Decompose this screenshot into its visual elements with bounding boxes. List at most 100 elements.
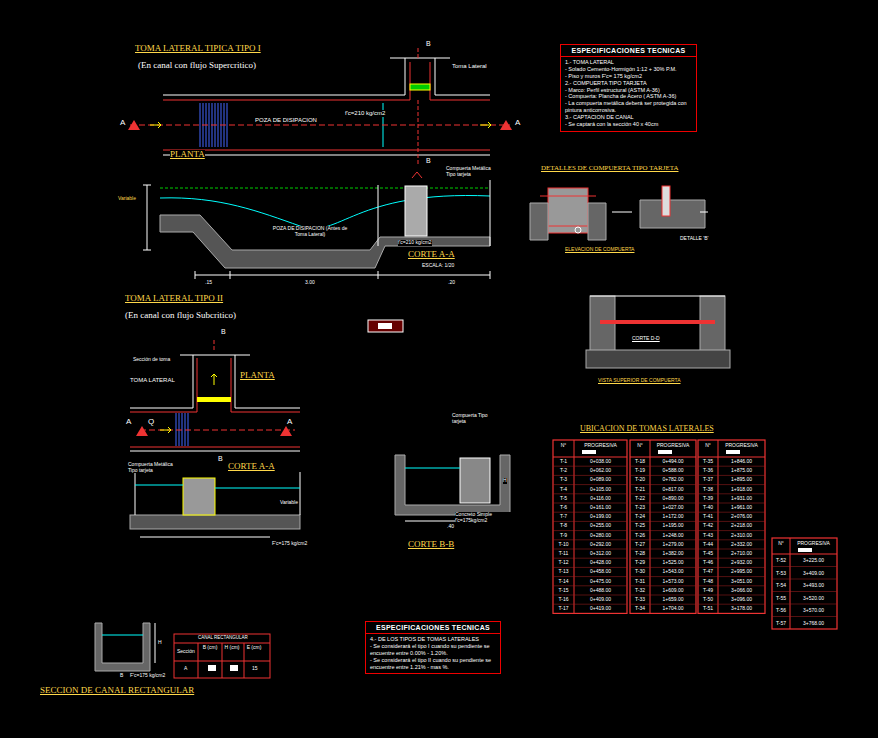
line-art: [575, 227, 581, 233]
table-cell: T-57: [772, 617, 790, 630]
table-grid: [630, 475, 696, 476]
table-cell: 2+332.00: [718, 540, 765, 549]
table-cell: T-52: [772, 554, 790, 567]
table-grid: [698, 585, 765, 586]
table-grid: [553, 558, 627, 559]
table-cell: 1+172.00: [650, 512, 696, 521]
table-grid: [772, 538, 837, 629]
table-cell: 1+918.00: [718, 485, 765, 494]
table-grid: [553, 503, 627, 504]
line-art: [130, 125, 510, 126]
table-grid: [553, 457, 627, 458]
table-grid: [553, 585, 627, 586]
table-grid: [553, 530, 627, 531]
line-art: [160, 215, 490, 268]
table-cell: T-10: [553, 540, 574, 549]
table-cell: T-7: [553, 512, 574, 521]
table-cell: T-33: [630, 595, 650, 604]
line-art: [612, 212, 708, 213]
table-cell: 0+312.00: [574, 549, 627, 558]
table-cell: T-8: [553, 521, 574, 530]
line-art: [231, 358, 232, 412]
table-cell: T-14: [553, 577, 574, 586]
drawing-label: CORTE B-B: [408, 540, 454, 550]
table-grid: [772, 604, 837, 605]
table-grid: [630, 512, 696, 513]
table-cell: 2+995.00: [718, 567, 765, 576]
line-art: [405, 186, 427, 236]
table-grid: [698, 530, 765, 531]
table-cell: T-30: [630, 567, 650, 576]
table-cell: T-38: [698, 485, 718, 494]
drawing-label: Compuerta Tipo tarjeta: [452, 413, 494, 424]
spec-line: - Marco: Perfil estructural (ASTM A-36): [561, 87, 696, 94]
line-art: [418, 48, 419, 58]
table-cell: 1+248.00: [650, 531, 696, 540]
table-grid: [630, 567, 696, 568]
line-art: [130, 451, 300, 452]
table-cell: 0+062.00: [574, 466, 627, 475]
table-cell: 0+494.00: [650, 457, 696, 466]
table-grid: [698, 567, 765, 568]
drawing-label: CORTE A-A: [408, 250, 455, 260]
table-cell: 1+895.00: [718, 475, 765, 484]
table-grid: [553, 440, 627, 613]
drawing-label: B: [221, 328, 226, 336]
table-cell: T-1: [553, 457, 574, 466]
line-art: [600, 320, 715, 324]
spec-line: - Solado Cemento-Hormigón 1:12 + 30% P.M…: [561, 66, 696, 73]
line-art: [150, 122, 491, 128]
drawing-label: SECCION DE CANAL RECTANGULAR: [40, 686, 194, 696]
spec-line: 1.- TOMA LATERAL: [561, 57, 696, 66]
drawing-label: POZA DE DISIPACION (Antes de Toma Latera…: [268, 226, 352, 237]
table-cell: 1+279.00: [650, 540, 696, 549]
line-art: [500, 120, 512, 130]
line-art: [586, 350, 730, 368]
spec-line: - Piso y muros F'c= 175 kg/cm2: [561, 73, 696, 80]
table-cell: T-55: [772, 592, 790, 605]
table-cell: T-50: [698, 595, 718, 604]
line-art: [163, 150, 490, 151]
table-cell: T-34: [630, 604, 650, 613]
line-art: [231, 412, 300, 413]
line-art: [197, 397, 231, 402]
drawing-label: 15: [252, 666, 258, 672]
table-grid: [798, 548, 812, 552]
table-cell: T-54: [772, 579, 790, 592]
table-grid: [772, 616, 837, 617]
table-grid: [630, 595, 696, 596]
spec-line: - Compuerta: Plancha de Acero ( ASTM A-3…: [561, 93, 696, 100]
table-cell: 3+520.00: [790, 592, 837, 605]
table-grid: [630, 604, 696, 605]
drawing-label: f'c=210 kg/cm2: [398, 240, 432, 246]
table-cell: 0+116.00: [574, 494, 627, 503]
table-cell: T-40: [698, 503, 718, 512]
table-cell: T-25: [630, 521, 650, 530]
table-grid: [553, 484, 627, 485]
spec-line: - Se considerará el tipo I cuando su pen…: [366, 643, 500, 657]
line-art: [300, 472, 301, 515]
table-grid: [582, 450, 596, 454]
table-grid: [553, 493, 627, 494]
drawing-label: B: [426, 157, 431, 165]
table-grid: [630, 457, 696, 458]
table-cell: 3+096.00: [718, 595, 765, 604]
table-cell: T-4: [553, 485, 574, 494]
table-cell: 3+178.00: [718, 604, 765, 613]
drawing-label: Q: [148, 418, 154, 427]
table-cell: T-39: [698, 494, 718, 503]
table-cell: 3+066.00: [718, 586, 765, 595]
table-cell: 1+382.00: [650, 549, 696, 558]
table-grid: [698, 484, 765, 485]
table-cell: T-36: [698, 466, 718, 475]
drawing-label: B: [218, 455, 223, 463]
drawing-label: TOMA LATERAL TIPO II: [125, 294, 223, 304]
spec-line: 3.- CAPTACION DE CANAL: [561, 114, 696, 121]
line-art: [195, 271, 490, 279]
table-cell: T-12: [553, 558, 574, 567]
spec-line: - Se considerará el tipo II cuando su pe…: [366, 657, 500, 674]
table-cell: T-20: [630, 475, 650, 484]
line-art: [460, 458, 490, 503]
table-grid: [698, 512, 765, 513]
line-art: [280, 426, 292, 436]
